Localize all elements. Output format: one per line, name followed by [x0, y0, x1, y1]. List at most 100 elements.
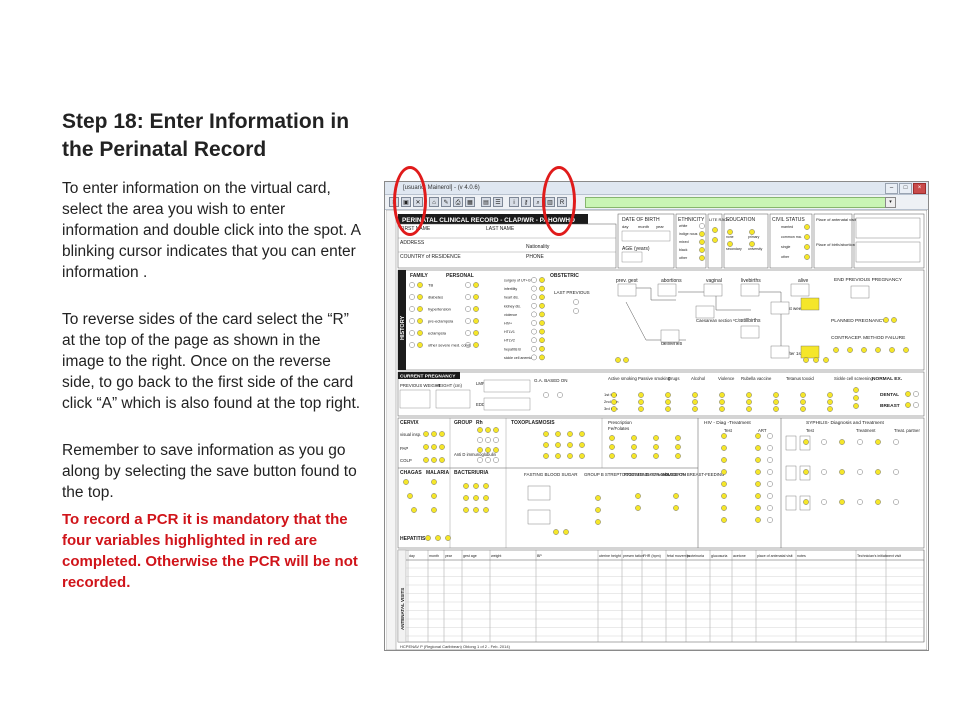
contracep-option[interactable]: [889, 347, 895, 353]
bacteriuria-option[interactable]: [463, 507, 469, 513]
prescription-option[interactable]: [631, 444, 637, 450]
group-option[interactable]: [485, 437, 491, 443]
history-entry-box[interactable]: [770, 301, 790, 315]
hiv-art-option[interactable]: [755, 493, 761, 499]
normal-ex-option[interactable]: [905, 402, 911, 408]
hiv-art-option[interactable]: [755, 433, 761, 439]
age-input[interactable]: [621, 251, 643, 263]
hiv-art-option[interactable]: [755, 457, 761, 463]
twins-option[interactable]: [623, 357, 629, 363]
family-yes[interactable]: [417, 318, 423, 324]
condition-yes[interactable]: [539, 311, 545, 318]
hiv-art-option[interactable]: [755, 469, 761, 475]
pregnancy-option[interactable]: [746, 399, 752, 405]
advice-bf-option[interactable]: [673, 493, 679, 499]
contracep-option[interactable]: [833, 347, 839, 353]
education-option[interactable]: [749, 241, 755, 247]
calendar-icon[interactable]: ▦: [465, 197, 475, 207]
hiv-art-na[interactable]: [767, 493, 773, 499]
fasting-option[interactable]: [553, 529, 559, 535]
notes-icon[interactable]: ▤: [481, 197, 491, 207]
prescription-option[interactable]: [631, 435, 637, 441]
pregnancy-option[interactable]: [827, 406, 833, 412]
sickle-option[interactable]: [853, 403, 859, 409]
toxo-option[interactable]: [567, 431, 573, 437]
syphilis-option[interactable]: [875, 499, 881, 505]
cervix-option[interactable]: [431, 444, 437, 450]
hiv-art-option[interactable]: [755, 517, 761, 523]
cervix-option[interactable]: [423, 444, 429, 450]
condition-no[interactable]: [531, 345, 537, 352]
history-entry-box[interactable]: [790, 283, 810, 297]
civil-option[interactable]: [804, 254, 810, 260]
pregnancy-option[interactable]: [611, 399, 617, 405]
bacteriuria-option[interactable]: [473, 495, 479, 501]
bacteriuria-option[interactable]: [483, 495, 489, 501]
prescription-option[interactable]: [609, 453, 615, 459]
bacteriuria-option[interactable]: [463, 495, 469, 501]
personal-no[interactable]: [465, 306, 471, 312]
toxo-option[interactable]: [555, 431, 561, 437]
family-no[interactable]: [409, 294, 415, 300]
syphilis-option[interactable]: [875, 469, 881, 475]
syphilis-weeks-box[interactable]: [785, 465, 797, 481]
condition-yes[interactable]: [539, 320, 545, 326]
personal-no[interactable]: [465, 318, 471, 324]
syphilis-option[interactable]: [875, 439, 881, 445]
list-icon[interactable]: ☰: [493, 197, 503, 207]
pregnancy-option[interactable]: [692, 392, 698, 398]
pregnancy-option[interactable]: [611, 392, 617, 398]
syphilis-option[interactable]: [893, 469, 899, 475]
prescription-option[interactable]: [631, 453, 637, 459]
open-folder-icon[interactable]: ⌂: [429, 197, 439, 207]
lmp-input[interactable]: [483, 379, 531, 393]
planned-preg-option[interactable]: [891, 317, 897, 323]
toxo-option[interactable]: [555, 453, 561, 459]
education-option[interactable]: [727, 241, 733, 247]
group-option[interactable]: [477, 457, 483, 463]
syphilis-option[interactable]: [893, 499, 899, 505]
condition-no[interactable]: [531, 354, 537, 361]
pregnancy-option[interactable]: [800, 406, 806, 412]
hiv-art-na[interactable]: [767, 481, 773, 487]
personal-yes[interactable]: [473, 318, 479, 324]
syphilis-option[interactable]: [803, 469, 809, 475]
bacteriuria-option[interactable]: [463, 483, 469, 489]
pregnancy-option[interactable]: [692, 406, 698, 412]
fasting-entry[interactable]: [527, 485, 551, 501]
group-b-option[interactable]: [595, 507, 601, 513]
education-option[interactable]: [727, 229, 733, 235]
group-option[interactable]: [493, 427, 499, 433]
edit-icon[interactable]: ✎: [441, 197, 451, 207]
malaria-option[interactable]: [431, 479, 437, 485]
pregnancy-option[interactable]: [827, 399, 833, 405]
normal-ex-no[interactable]: [913, 391, 919, 397]
family-no[interactable]: [409, 342, 415, 348]
condition-no[interactable]: [531, 320, 537, 326]
personal-no[interactable]: [465, 330, 471, 336]
pregnancy-option[interactable]: [638, 406, 644, 412]
history-entry-box[interactable]: [695, 305, 715, 319]
personal-no[interactable]: [465, 282, 471, 288]
end-preg-option[interactable]: [803, 357, 809, 363]
family-no[interactable]: [409, 318, 415, 324]
chagas-option[interactable]: [407, 493, 413, 499]
chagas-option[interactable]: [411, 507, 417, 513]
family-yes[interactable]: [417, 306, 423, 312]
personal-yes[interactable]: [473, 342, 479, 348]
chagas-option[interactable]: [403, 479, 409, 485]
fasting-entry[interactable]: [527, 509, 551, 525]
pregnancy-option[interactable]: [746, 406, 752, 412]
condition-yes[interactable]: [539, 285, 545, 292]
bacteriuria-option[interactable]: [473, 507, 479, 513]
hiv-art-na[interactable]: [767, 517, 773, 523]
close-button[interactable]: ×: [913, 183, 926, 194]
malaria-option[interactable]: [431, 507, 437, 513]
condition-yes[interactable]: [539, 328, 545, 335]
minimize-button[interactable]: –: [885, 183, 898, 194]
hiv-test-option[interactable]: [721, 481, 727, 487]
prev-weight-input[interactable]: [399, 389, 431, 409]
end-preg-option[interactable]: [823, 357, 829, 363]
syphilis-option[interactable]: [839, 439, 845, 445]
family-no[interactable]: [409, 330, 415, 336]
